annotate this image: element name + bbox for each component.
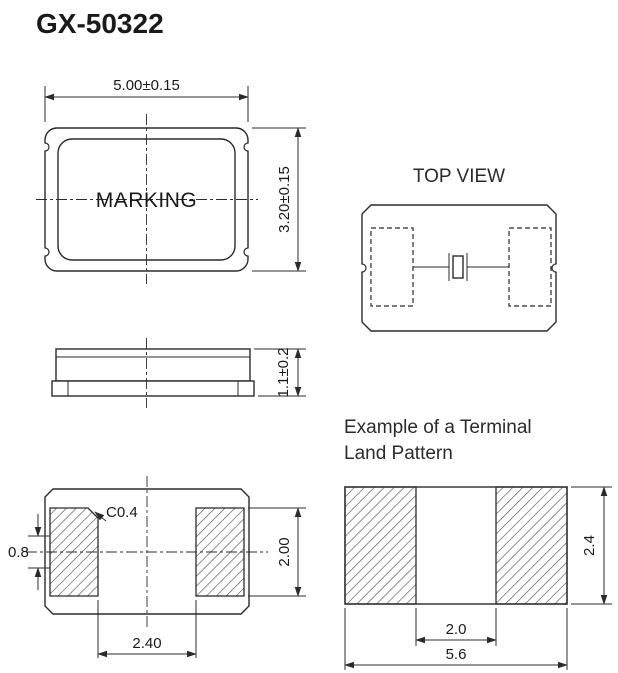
dim-land-height: 2.4 (571, 486, 612, 605)
top-view-label: TOP VIEW (413, 166, 505, 187)
dim-chamfer-callout: C0.4 (94, 504, 138, 522)
dim-thickness: 1.1±0.2 (254, 348, 306, 398)
crystal-symbol (413, 253, 509, 281)
top-view-edge-notches (360, 263, 558, 273)
dim-package-width-text: 5.00±0.15 (113, 77, 180, 94)
dim-package-height: 3.20±0.15 (252, 127, 306, 272)
dim-left-offset-text: 0.8 (8, 544, 29, 561)
marking-text: MARKING (96, 189, 198, 212)
top-view: TOP VIEW (360, 166, 558, 332)
dim-package-width: 5.00±0.15 (44, 77, 249, 122)
page-title: GX-50322 (36, 8, 164, 39)
dim-chamfer-text: C0.4 (106, 504, 138, 521)
castellation-notches (43, 142, 250, 257)
dim-pad-height: 2.00 (248, 507, 306, 597)
dim-package-height-text: 3.20±0.15 (276, 166, 293, 233)
front-view: 5.00±0.15 MARKING 3.20±0.15 (36, 77, 306, 284)
land-pattern: Example of a Terminal Land Pattern 2.4 2… (344, 417, 612, 670)
dim-pad-height-text: 2.00 (276, 537, 293, 566)
land-pattern-label-line1: Example of a Terminal (344, 417, 532, 438)
dim-thickness-text: 1.1±0.2 (275, 348, 292, 398)
dim-land-gap-text: 2.0 (446, 621, 467, 638)
side-base (51, 380, 255, 397)
land-pattern-label-line2: Land Pattern (344, 443, 453, 464)
land-left-pad (344, 486, 417, 605)
dim-land-height-text: 2.4 (581, 535, 598, 556)
side-view: 1.1±0.2 (51, 338, 306, 408)
dim-land-gap: 2.0 (415, 608, 497, 646)
dim-land-width: 5.6 (344, 608, 568, 670)
dim-pad-gap: 2.40 (97, 600, 197, 658)
dim-land-width-text: 5.6 (446, 646, 467, 663)
dim-left-offset: 0.8 (8, 514, 50, 590)
bottom-view: C0.4 0.8 2.00 2.40 (8, 476, 306, 658)
dim-pad-gap-text: 2.40 (132, 635, 161, 652)
side-body (55, 348, 251, 382)
land-right-pad (495, 486, 568, 605)
